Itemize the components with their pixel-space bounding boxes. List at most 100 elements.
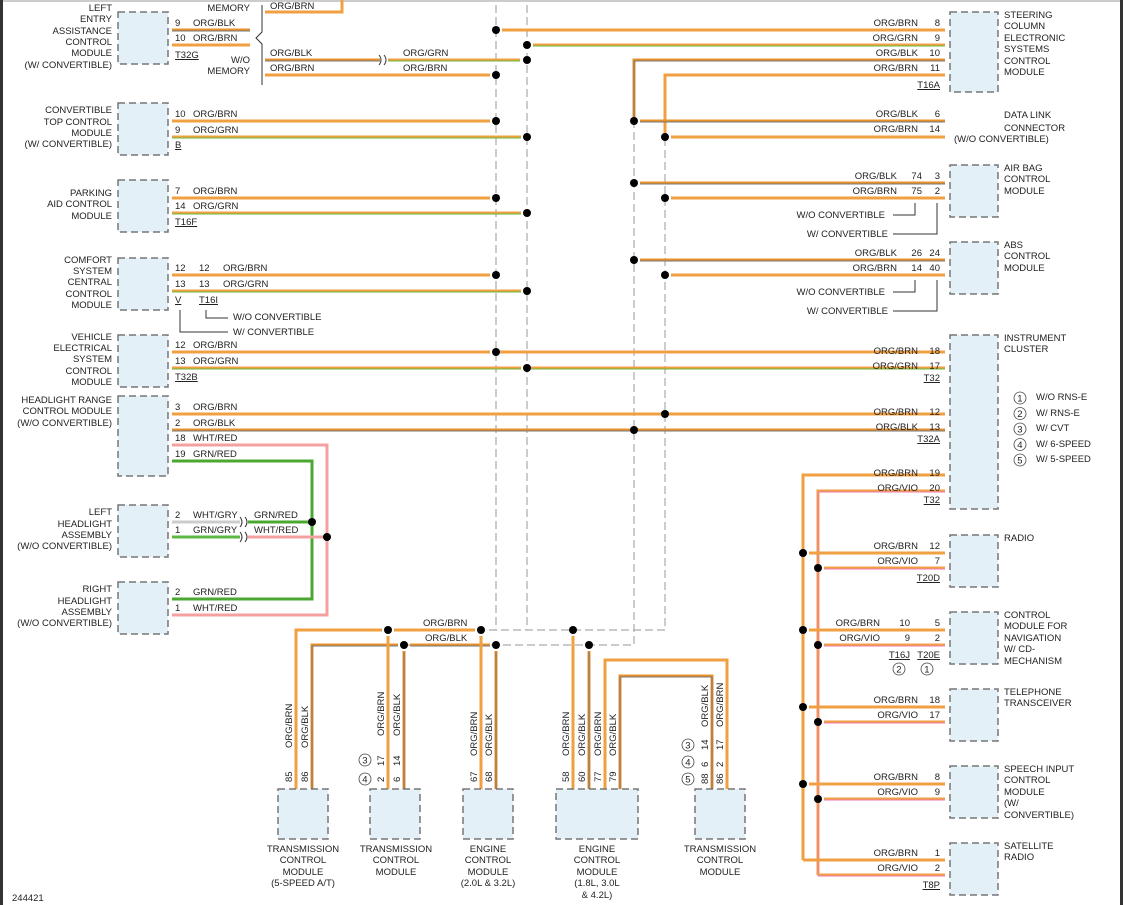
splice-point [799, 626, 807, 634]
connector-label: T32 [923, 373, 940, 384]
bottom-module-box [277, 788, 329, 840]
right-module-name: DATA LINK [1004, 110, 1052, 121]
note-circle [681, 755, 695, 769]
splice-point [799, 549, 807, 557]
left-module-box [117, 504, 169, 558]
left-module-name: LEFT [88, 2, 112, 14]
pin-number: 8 [934, 772, 940, 783]
wire-label: GRN/RED [254, 510, 298, 521]
pin-number: 60 [577, 771, 588, 782]
splice-point [630, 426, 638, 434]
bottom-module-name: MODULE [467, 866, 509, 878]
bottom-module-name: CONTROL [279, 855, 327, 867]
splice-point [661, 133, 669, 141]
pin-number: 6 [934, 109, 940, 120]
pin-number: 1 [934, 848, 940, 859]
wire [603, 658, 729, 789]
right-module-name: TRANSCEIVER [1004, 698, 1072, 710]
wire-label: ORG/BRN [873, 346, 918, 357]
left-module-box [117, 257, 169, 311]
wire-label: ORG/BLK [854, 171, 897, 182]
bus-line-c [400, 60, 635, 646]
note-circle-number: 3 [685, 740, 690, 751]
splice-point [400, 641, 408, 649]
right-module-box [949, 11, 999, 93]
left-module-name: CONTROL [65, 365, 112, 377]
bottom-module-name: CONTROL [372, 855, 420, 867]
splice-point [814, 795, 822, 803]
right-module-name: W/ CD- [1004, 644, 1036, 656]
right-module-name: MODULE [1004, 185, 1045, 197]
left-module-name: CONVERTIBLE [45, 105, 112, 117]
pin-number: 12 [175, 340, 186, 351]
note-label: W/ CONVERTIBLE [806, 229, 888, 240]
splice-point [814, 564, 822, 572]
top-border [0, 0, 1123, 2]
legend-circle-number: 4 [1017, 440, 1022, 451]
bottom-module-box [555, 788, 639, 840]
pin-number: 9 [934, 787, 940, 798]
note-circle-number: 2 [896, 664, 901, 675]
right-module-name: SYSTEMS [1004, 44, 1050, 56]
left-module-name: TOP CONTROL [43, 116, 112, 128]
pin-number: 9 [175, 18, 181, 29]
legend-circle [1013, 422, 1027, 436]
wire-label: ORG/BRN [852, 263, 897, 274]
left-module-box [117, 179, 169, 233]
pin-number: 1 [175, 525, 181, 536]
left-module-name: MODULE [71, 210, 112, 222]
splice-point [523, 41, 531, 49]
splice-point [492, 26, 500, 34]
left-module-box [117, 581, 169, 635]
pin-number: 58 [561, 771, 572, 782]
left-module-name: ENTRY [79, 14, 112, 26]
legend-circle [1013, 438, 1027, 451]
pin-number: 13 [175, 356, 186, 367]
pin-number: 14 [175, 201, 186, 212]
left-module-box [117, 11, 169, 65]
wire-label: ORG/BRN [852, 186, 897, 197]
wire [618, 674, 714, 789]
right-module-name: CONVERTIBLE) [1004, 809, 1075, 821]
wire-label: ORG/BRN [873, 63, 918, 74]
splice-point [492, 271, 500, 279]
right-module-name: ABS [1004, 240, 1024, 251]
right-module-box [949, 611, 999, 665]
right-module-box [949, 688, 999, 742]
pin-number: 68 [484, 771, 495, 782]
pin-number: 13 [199, 279, 210, 290]
legend-text: W/ 6-SPEED [1036, 438, 1091, 450]
wire-label: ORG/GRN [223, 279, 269, 290]
left-module-name: ASSEMBLY [61, 530, 112, 541]
wo-memory-label: W/O [231, 55, 250, 66]
pin-number: 86 [300, 771, 311, 782]
wire-label: ORG/BRN [873, 695, 918, 706]
pin-number: 17 [715, 739, 726, 750]
wire-label: ORG/BLK [875, 109, 918, 120]
wire-stripe [619, 676, 713, 790]
pin-number: 10 [175, 109, 186, 120]
left-module-name: HEADLIGHT [57, 518, 112, 530]
wire-stripe [311, 645, 398, 790]
bottom-module-name: MODULE [375, 866, 417, 878]
bottom-module-name: ENGINE [578, 844, 616, 855]
left-module-name: VEHICLE [71, 331, 112, 343]
bottom-module-name: MODULE [699, 866, 741, 878]
bottom-module-name: MODULE [282, 866, 324, 878]
splice-point [569, 626, 577, 634]
wire-label: ORG/BRN [873, 772, 918, 783]
left-module-box [117, 334, 169, 388]
wire-label: ORG/GRN [403, 48, 449, 59]
wire-label: ORG/BRN [193, 109, 238, 120]
left-module-name: ELECTRICAL [53, 342, 112, 354]
wire [172, 443, 329, 617]
wire-label: ORG/BLK [484, 713, 495, 756]
legend-circle-number: 1 [1017, 393, 1022, 404]
bottom-module-name: MODULE [576, 866, 618, 878]
wire [663, 73, 945, 134]
wire [801, 473, 945, 860]
wire-label: ORG/BLK [193, 18, 236, 29]
note-circle [892, 662, 906, 676]
splice-point [323, 533, 331, 541]
right-module-box [949, 534, 999, 588]
